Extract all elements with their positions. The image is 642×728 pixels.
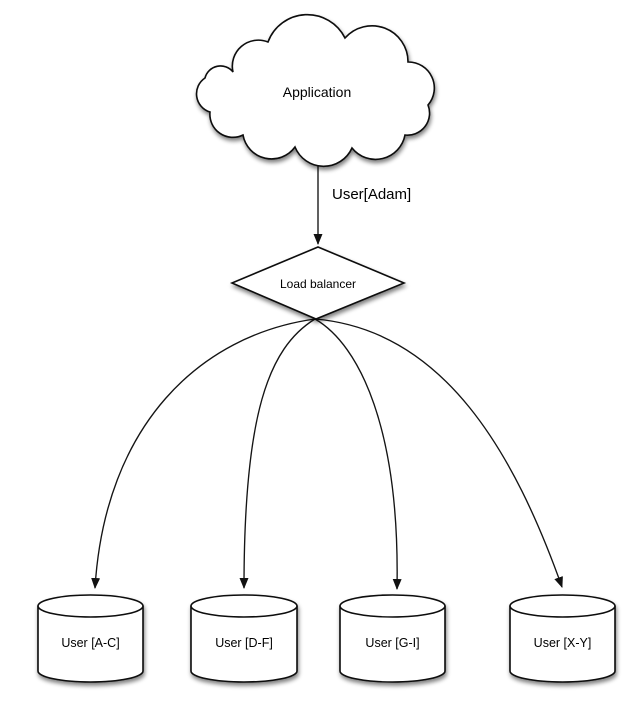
edge-loadbalancer-to-shard-x-y [314,318,563,588]
application-cloud-node: Application [195,13,436,168]
shard-label: User [A-C] [61,636,119,650]
shard-label: User [G-I] [365,636,419,650]
edge-loadbalancer-to-shard-a-c [91,318,316,589]
diamond-shape [229,246,407,320]
shard-node-user-x-y: User [X-Y] [509,594,616,683]
cloud-shape [195,13,436,168]
cylinder-top [509,594,616,618]
cylinder-body [37,606,144,683]
cylinder-body [509,606,616,683]
cylinder-top [190,594,298,618]
cylinder-body [339,606,446,683]
cylinder-top [37,594,144,618]
cylinder-top [339,594,446,618]
shard-label: User [D-F] [215,636,273,650]
edge-label-user-adam: User[Adam] [332,186,411,203]
edge-loadbalancer-to-shard-d-f [239,318,316,589]
shard-label: User [X-Y] [534,636,592,650]
load-balancer-node: Load balancer [229,246,407,320]
shard-node-user-g-i: User [G-I] [339,594,446,683]
edge-group [91,154,563,590]
edge-loadbalancer-to-shard-g-i [314,318,402,590]
cylinder-body [190,606,298,683]
load-balancer-label: Load balancer [280,277,356,291]
application-label: Application [283,84,352,100]
shard-node-user-d-f: User [D-F] [190,594,298,683]
shard-node-user-a-c: User [A-C] [37,594,144,683]
